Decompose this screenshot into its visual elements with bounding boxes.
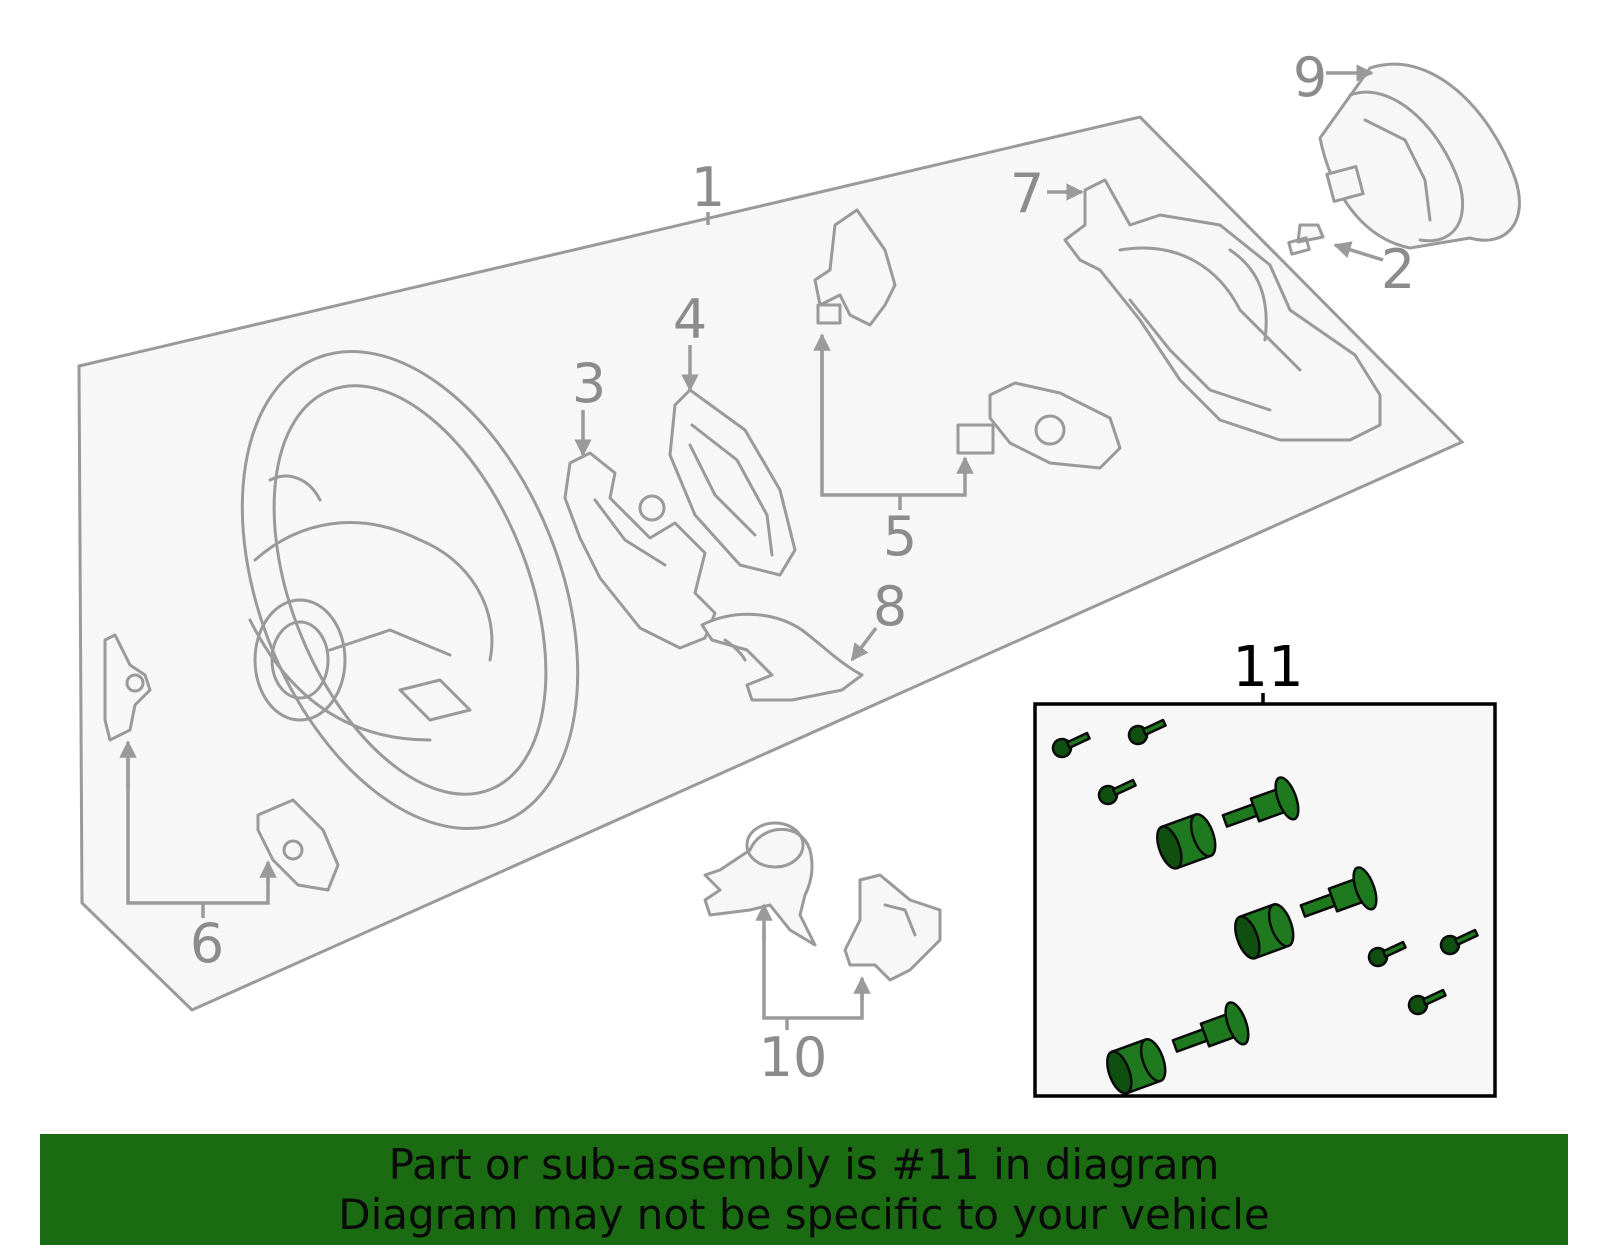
callout-11: 11	[1232, 635, 1303, 700]
part-6-switches	[103, 633, 340, 892]
banner-line-1: Part or sub-assembly is #11 in diagram	[388, 1139, 1220, 1189]
part-5-switches	[813, 208, 1122, 470]
leader-lines	[119, 64, 1384, 1030]
small-screws	[1051, 718, 1479, 1016]
part-3-bracket	[563, 451, 717, 650]
callout-10: 10	[759, 1026, 828, 1089]
callout-6: 6	[190, 912, 224, 975]
part-9-airbag	[1318, 62, 1521, 250]
bushing-set-1	[1156, 776, 1300, 870]
part-11-kit[interactable]	[1033, 693, 1497, 1098]
callout-1: 1	[691, 156, 725, 219]
banner-line-2: Diagram may not be specific to your vehi…	[338, 1189, 1270, 1239]
info-banner: Part or sub-assembly is #11 in diagram D…	[40, 1134, 1568, 1245]
callout-5: 5	[883, 505, 917, 568]
part-4-clockspring	[668, 388, 797, 577]
bushing-set-3	[1106, 1001, 1250, 1095]
part-8-trim	[700, 612, 864, 702]
part-10-switches	[703, 821, 942, 982]
part-7-cover	[1063, 178, 1382, 442]
callout-4: 4	[673, 288, 707, 351]
callout-3: 3	[572, 352, 606, 415]
callout-7: 7	[1010, 162, 1044, 225]
callout-9: 9	[1293, 46, 1327, 109]
callout-2: 2	[1381, 238, 1415, 301]
bushing-set-2	[1234, 866, 1378, 960]
part-2-screw	[1287, 223, 1325, 256]
callout-8: 8	[873, 575, 907, 638]
steering-wheel	[240, 349, 580, 831]
